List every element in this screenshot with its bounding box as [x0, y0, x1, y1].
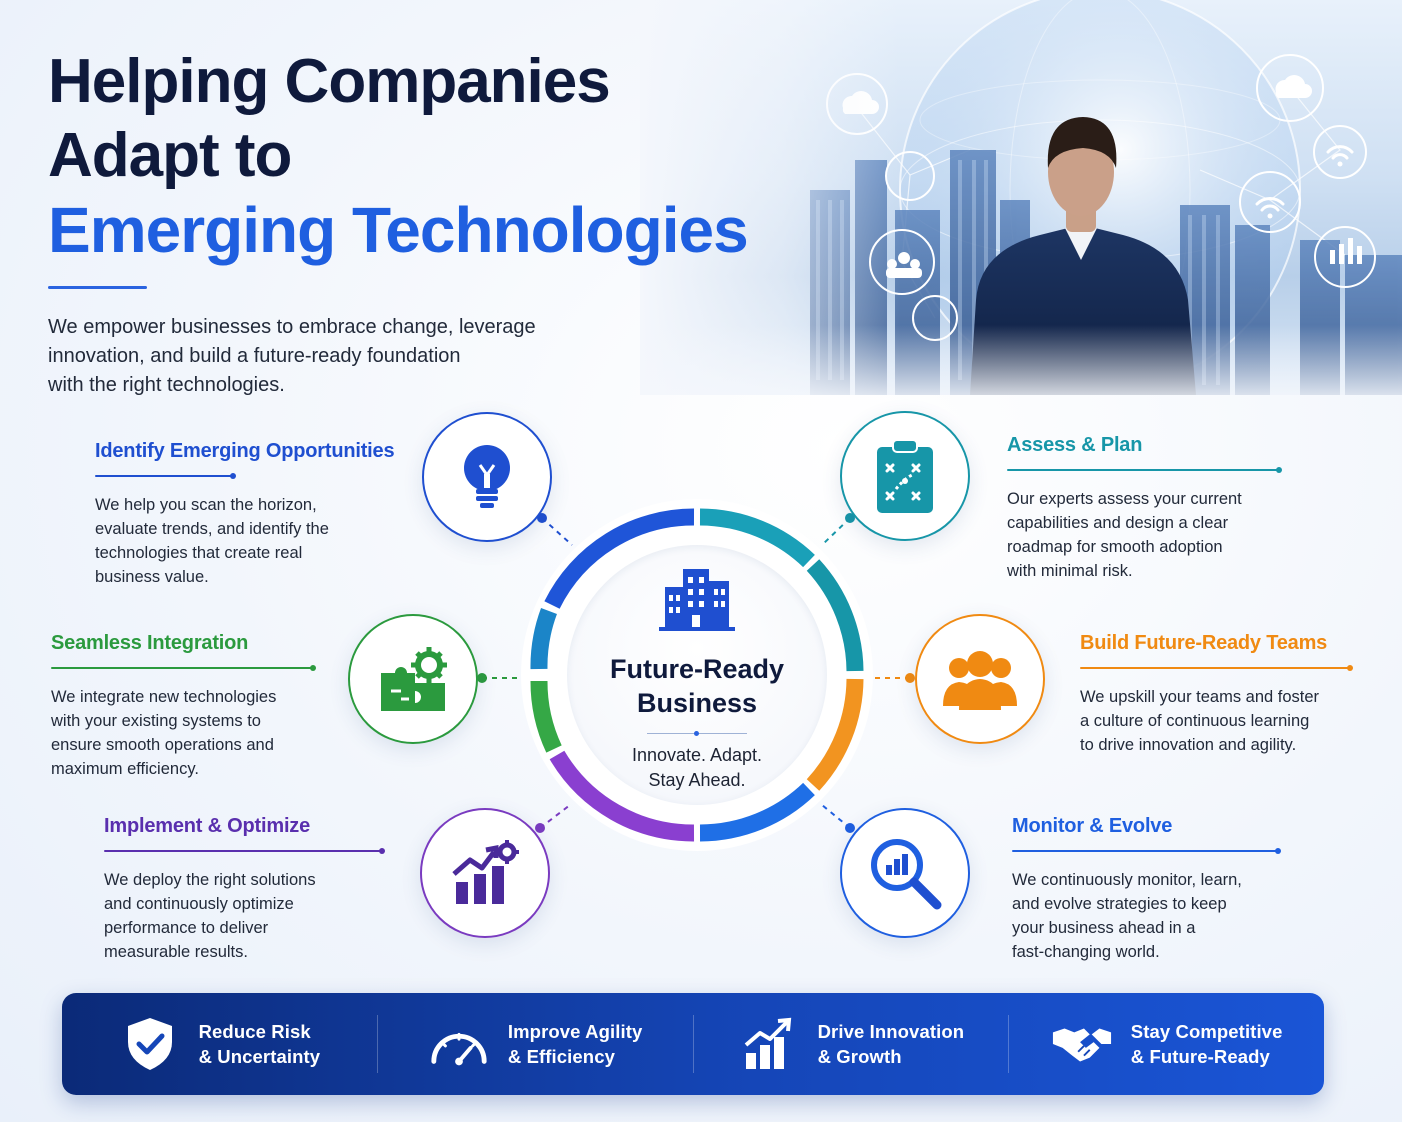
feature-assess-rule	[1007, 467, 1282, 473]
feature-teams-text: We upskill your teams and foster a cultu…	[1080, 688, 1320, 754]
feature-implement-text: We deploy the right solutions and contin…	[104, 871, 316, 961]
page-title: Helping Companies Adapt to Emerging Tech…	[48, 45, 808, 267]
shield-check-icon	[119, 1015, 181, 1073]
feature-integration-text: We integrate new technologies with your …	[51, 688, 277, 778]
puzzle-gear-icon	[381, 647, 447, 711]
feature-teams-rule	[1080, 665, 1353, 671]
feature-implement-rule	[104, 848, 385, 854]
monitor-ring	[840, 808, 970, 938]
feature-assess-title: Assess & Plan	[1007, 434, 1143, 456]
center-hub: Future-Ready Business Innovate. Adapt. S…	[519, 497, 875, 853]
title-line-2: Adapt to	[48, 121, 292, 190]
feature-implement: Implement & Optimize We deploy the right…	[104, 815, 386, 964]
clipboard-plan-icon	[877, 439, 933, 513]
benefit-improve-agility: Improve Agility & Efficiency	[378, 1015, 694, 1073]
teams-ring	[915, 614, 1045, 744]
growth-arrow-icon	[738, 1015, 800, 1073]
feature-monitor-title: Monitor & Evolve	[1012, 815, 1173, 837]
feature-assess-text: Our experts assess your current capabili…	[1007, 490, 1242, 580]
growth-chart-gear-icon	[452, 840, 519, 904]
benefits-bar: Reduce Risk & Uncertainty Improve Agilit…	[62, 993, 1324, 1095]
feature-integration-title: Seamless Integration	[51, 632, 249, 654]
benefit-reduce-risk: Reduce Risk & Uncertainty	[62, 1015, 378, 1073]
team-icon	[943, 651, 1017, 710]
hub-tagline: Innovate. Adapt. Stay Ahead.	[631, 745, 763, 790]
feature-identify-text: We help you scan the horizon, evaluate t…	[95, 496, 329, 586]
implement-ring	[420, 808, 550, 938]
title-underline	[48, 286, 147, 289]
feature-monitor: Monitor & Evolve We continuously monitor…	[1012, 815, 1286, 964]
feature-identify-rule	[95, 473, 236, 479]
magnifier-chart-icon	[871, 839, 942, 910]
integration-ring	[348, 614, 478, 744]
assess-ring	[840, 411, 970, 541]
feature-monitor-text: We continuously monitor, learn, and evol…	[1012, 871, 1242, 961]
hub-title: Future-Ready Business	[609, 654, 785, 718]
feature-identify-title: Identify Emerging Opportunities	[95, 440, 395, 462]
benefit-drive-innovation: Drive Innovation & Growth	[694, 1015, 1010, 1073]
hero-image-businessman-city	[640, 0, 1402, 395]
intro-text: We empower businesses to embrace change,…	[48, 316, 536, 396]
feature-monitor-rule	[1012, 848, 1281, 854]
handshake-icon	[1051, 1015, 1113, 1073]
feature-teams: Build Future-Ready Teams We upskill your…	[1080, 632, 1356, 757]
feature-integration: Seamless Integration We integrate new te…	[51, 632, 319, 781]
title-line-3-accent: Emerging Technologies	[48, 194, 749, 266]
building-icon	[659, 569, 735, 631]
feature-assess: Assess & Plan Our experts assess your cu…	[1007, 434, 1283, 583]
lightbulb-icon	[464, 445, 510, 508]
identify-ring	[422, 412, 552, 542]
speedometer-icon	[428, 1015, 490, 1073]
benefit-stay-competitive: Stay Competitive & Future-Ready	[1009, 1015, 1324, 1073]
feature-teams-title: Build Future-Ready Teams	[1080, 632, 1328, 654]
hub-divider	[647, 731, 747, 736]
title-line-1: Helping Companies	[48, 47, 611, 116]
feature-identify: Identify Emerging Opportunities We help …	[95, 440, 405, 589]
feature-implement-title: Implement & Optimize	[104, 815, 311, 837]
feature-integration-rule	[51, 665, 316, 671]
